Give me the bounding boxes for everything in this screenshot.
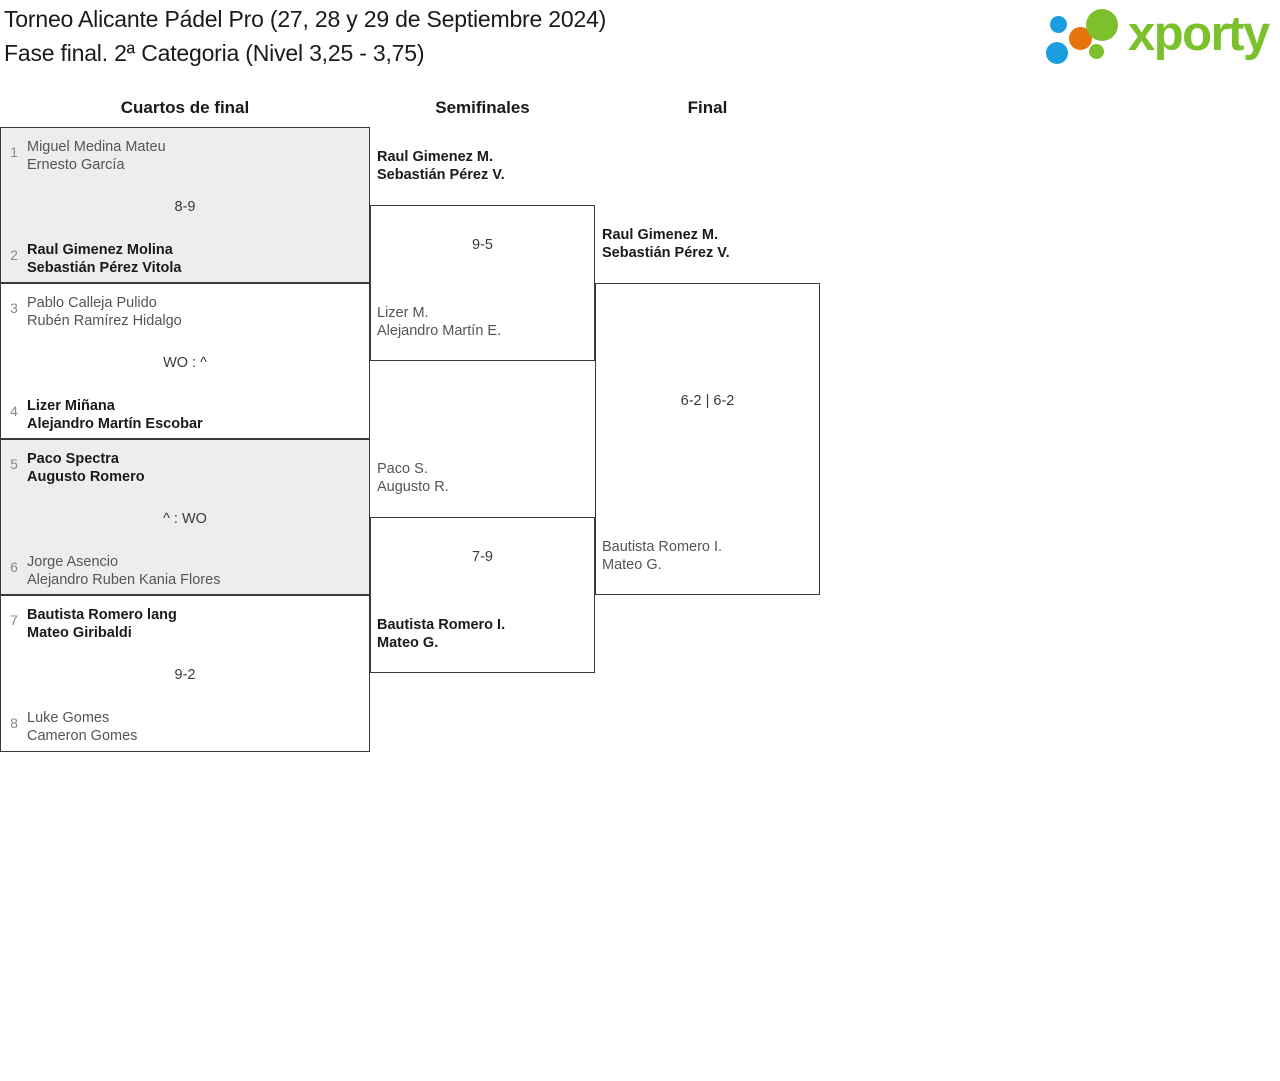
team-top[interactable]: Pablo Calleja Pulido Rubén Ramírez Hidal… bbox=[27, 294, 182, 330]
player-name: Raul Gimenez Molina bbox=[27, 242, 173, 258]
title-line-2: Fase final. 2ª Categoria (Nivel 3,25 - 3… bbox=[4, 40, 425, 66]
player-name: Alejandro Ruben Kania Flores bbox=[27, 572, 221, 588]
player-name: Cameron Gomes bbox=[27, 728, 138, 744]
player-name: Lizer M. bbox=[377, 305, 429, 321]
match-score: 6-2 | 6-2 bbox=[680, 393, 735, 409]
seed-number: 7 bbox=[10, 612, 18, 628]
player-name: Bautista Romero lang bbox=[27, 607, 177, 623]
player-name: Sebastián Pérez V. bbox=[602, 245, 730, 261]
seed-number: 5 bbox=[10, 456, 18, 472]
logo-dot-blue-small bbox=[1050, 16, 1067, 33]
player-name: Paco Spectra bbox=[27, 451, 119, 467]
player-name: Sebastián Pérez Vitola bbox=[27, 260, 182, 276]
title-line-1: Torneo Alicante Pádel Pro (27, 28 y 29 d… bbox=[4, 6, 607, 32]
logo-wordmark: xporty bbox=[1128, 7, 1270, 61]
player-name: Paco S. bbox=[377, 461, 428, 477]
match-score: ^ : WO bbox=[163, 511, 207, 527]
match-score: 8-9 bbox=[174, 199, 196, 215]
player-name: Luke Gomes bbox=[27, 710, 110, 726]
match-qf-1[interactable]: 1 Miguel Medina Mateu Ernesto García 8-9… bbox=[0, 127, 370, 283]
player-name: Lizer Miñana bbox=[27, 398, 115, 414]
match-score: 9-5 bbox=[472, 237, 493, 253]
player-name: Bautista Romero I. bbox=[377, 617, 506, 633]
seed-number: 3 bbox=[10, 300, 18, 316]
player-name: Mateo G. bbox=[377, 635, 439, 651]
seed-number: 2 bbox=[10, 247, 18, 263]
tournament-bracket: 1 Miguel Medina Mateu Ernesto García 8-9… bbox=[0, 0, 840, 780]
tournament-title: Torneo Alicante Pádel Pro (27, 28 y 29 d… bbox=[4, 2, 1004, 70]
match-qf-3[interactable]: 5 Paco Spectra Augusto Romero ^ : WO 6 J… bbox=[0, 439, 370, 595]
player-name: Ernesto García bbox=[27, 157, 125, 173]
logo-dot-orange bbox=[1069, 27, 1092, 50]
team-final-top[interactable]: Raul Gimenez M. Sebastián Pérez V. bbox=[602, 226, 730, 262]
team-bottom[interactable]: Luke Gomes Cameron Gomes bbox=[27, 709, 137, 745]
team-bottom[interactable]: Raul Gimenez Molina Sebastián Pérez Vito… bbox=[27, 241, 181, 277]
team-sf-1-bottom[interactable]: Lizer M. Alejandro Martín E. bbox=[377, 304, 501, 340]
player-name: Pablo Calleja Pulido bbox=[27, 295, 157, 311]
player-name: Miguel Medina Mateu bbox=[27, 139, 166, 155]
team-final-bottom[interactable]: Bautista Romero I. Mateo G. bbox=[602, 538, 722, 574]
match-sf-1[interactable]: 9-5 bbox=[370, 205, 595, 361]
player-name: Raul Gimenez M. bbox=[377, 149, 494, 165]
logo-dot-green-small bbox=[1089, 44, 1104, 59]
player-name: Augusto R. bbox=[377, 479, 449, 495]
player-name: Augusto Romero bbox=[27, 469, 145, 485]
seed-number: 6 bbox=[10, 559, 18, 575]
seed-number: 4 bbox=[10, 403, 18, 419]
xporty-logo[interactable]: xporty bbox=[1044, 4, 1276, 64]
logo-dots-icon bbox=[1044, 4, 1140, 64]
match-final[interactable]: 6-2 | 6-2 bbox=[595, 283, 820, 595]
match-score: 9-2 bbox=[174, 667, 196, 683]
player-name: Mateo Giribaldi bbox=[27, 625, 132, 641]
seed-number: 1 bbox=[10, 144, 18, 160]
page-header: Torneo Alicante Pádel Pro (27, 28 y 29 d… bbox=[0, 0, 1280, 88]
player-name: Sebastián Pérez V. bbox=[377, 167, 505, 183]
team-top[interactable]: Bautista Romero lang Mateo Giribaldi bbox=[27, 606, 177, 642]
logo-dot-green-large bbox=[1086, 9, 1118, 41]
logo-dot-blue-large bbox=[1046, 42, 1068, 64]
seed-number: 8 bbox=[10, 715, 18, 731]
round-header-semifinals: Semifinales bbox=[435, 98, 530, 117]
player-name: Alejandro Martín Escobar bbox=[27, 416, 203, 432]
round-header-quarterfinals: Cuartos de final bbox=[120, 98, 250, 117]
player-name: Rubén Ramírez Hidalgo bbox=[27, 313, 182, 329]
team-bottom[interactable]: Jorge Asencio Alejandro Ruben Kania Flor… bbox=[27, 553, 220, 589]
round-header-final: Final bbox=[687, 98, 728, 117]
team-top[interactable]: Miguel Medina Mateu Ernesto García bbox=[27, 138, 166, 174]
team-top[interactable]: Paco Spectra Augusto Romero bbox=[27, 450, 145, 486]
player-name: Jorge Asencio bbox=[27, 554, 119, 570]
match-qf-4[interactable]: 7 Bautista Romero lang Mateo Giribaldi 9… bbox=[0, 595, 370, 752]
player-name: Alejandro Martín E. bbox=[377, 323, 502, 339]
team-sf-2-bottom[interactable]: Bautista Romero I. Mateo G. bbox=[377, 616, 505, 652]
player-name: Mateo G. bbox=[602, 557, 662, 573]
match-score: WO : ^ bbox=[163, 355, 207, 371]
team-bottom[interactable]: Lizer Miñana Alejandro Martín Escobar bbox=[27, 397, 203, 433]
team-sf-2-top[interactable]: Paco S. Augusto R. bbox=[377, 460, 449, 496]
match-qf-2[interactable]: 3 Pablo Calleja Pulido Rubén Ramírez Hid… bbox=[0, 283, 370, 439]
player-name: Bautista Romero I. bbox=[602, 539, 723, 555]
match-score: 7-9 bbox=[472, 549, 493, 565]
player-name: Raul Gimenez M. bbox=[602, 227, 719, 243]
team-sf-1-top[interactable]: Raul Gimenez M. Sebastián Pérez V. bbox=[377, 148, 505, 184]
match-sf-2[interactable]: 7-9 bbox=[370, 517, 595, 673]
